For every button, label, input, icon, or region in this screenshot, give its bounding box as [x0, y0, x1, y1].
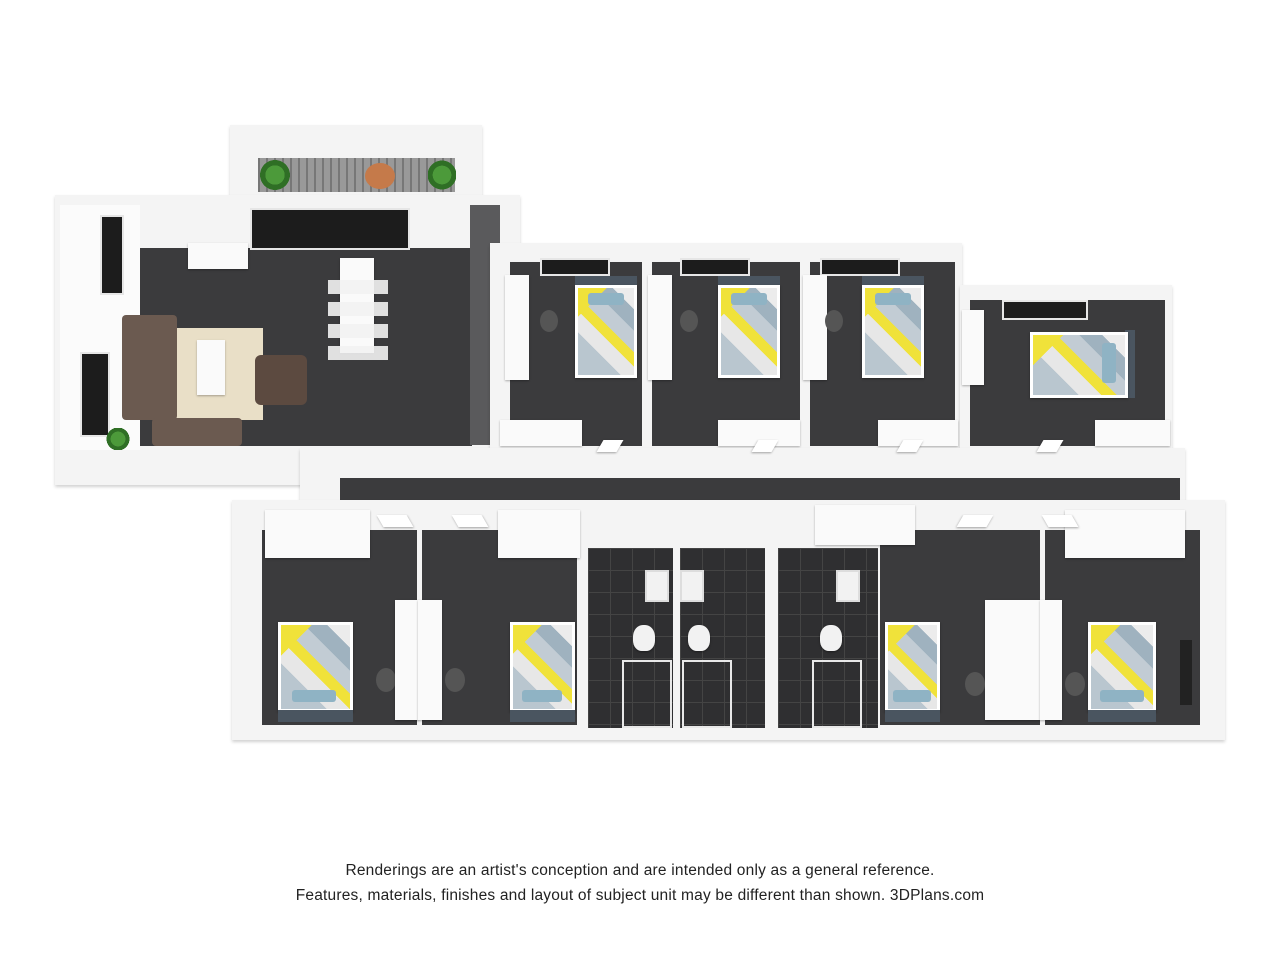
shower: [682, 660, 732, 728]
closet: [1065, 510, 1185, 558]
desk-chair: [445, 668, 465, 692]
sink: [645, 570, 669, 602]
disclaimer-line-1: Renderings are an artist's conception an…: [345, 862, 935, 879]
desk: [1040, 600, 1062, 720]
desk: [962, 310, 984, 385]
desk: [395, 600, 419, 720]
desk: [803, 275, 827, 380]
disclaimer-line-2: Features, materials, finishes and layout…: [295, 887, 985, 904]
sink: [836, 570, 860, 602]
toilet-icon: [633, 625, 655, 651]
toilet-icon: [820, 625, 842, 651]
window: [1002, 300, 1088, 320]
headboard: [510, 710, 575, 722]
wall-art: [1180, 640, 1192, 705]
pillow: [875, 293, 911, 305]
door: [376, 515, 414, 527]
door: [1041, 515, 1079, 527]
closet: [265, 510, 370, 558]
headboard: [575, 276, 637, 286]
pillow: [731, 293, 767, 305]
bed: [1030, 332, 1128, 398]
desk: [505, 275, 529, 380]
headboard: [885, 710, 940, 722]
sofa: [152, 418, 242, 446]
headboard: [1088, 710, 1156, 722]
sliding-door: [250, 208, 410, 250]
shower: [812, 660, 862, 728]
balcony-floor: [258, 158, 455, 192]
headboard: [862, 276, 924, 286]
pillow: [893, 690, 931, 702]
window: [100, 215, 124, 295]
plant-icon: [260, 160, 290, 190]
coffee-table: [197, 340, 225, 395]
window: [540, 258, 610, 276]
toilet-icon: [688, 625, 710, 651]
window: [80, 352, 110, 437]
headboard: [1125, 330, 1135, 398]
closet: [815, 505, 915, 545]
headboard: [718, 276, 780, 286]
desk: [418, 600, 442, 720]
door: [451, 515, 489, 527]
floor-plan: [55, 125, 1225, 740]
window: [820, 258, 900, 276]
tv-console: [188, 243, 248, 269]
shower: [622, 660, 672, 728]
closet: [500, 420, 582, 446]
pillow: [522, 690, 562, 702]
pillow: [1102, 343, 1116, 383]
dining-chairs: [328, 280, 388, 365]
sink: [680, 570, 704, 602]
sofa: [122, 315, 177, 420]
plant-icon: [106, 428, 130, 450]
window: [680, 258, 750, 276]
desk-chair: [965, 672, 985, 696]
bed: [862, 285, 924, 378]
desk-chair: [540, 310, 558, 332]
pillow: [588, 293, 624, 305]
closet: [498, 510, 580, 558]
pillow: [292, 690, 336, 702]
desk: [648, 275, 672, 380]
closet: [1095, 420, 1170, 446]
desk-chair: [680, 310, 698, 332]
headboard: [278, 710, 353, 722]
desk-chair: [1065, 672, 1085, 696]
pillow: [1100, 690, 1144, 702]
desk: [985, 600, 1040, 720]
desk-chair: [825, 310, 843, 332]
balcony-table-icon: [365, 163, 395, 189]
desk-chair: [376, 668, 396, 692]
armchair: [255, 355, 307, 405]
plant-icon: [428, 160, 456, 190]
